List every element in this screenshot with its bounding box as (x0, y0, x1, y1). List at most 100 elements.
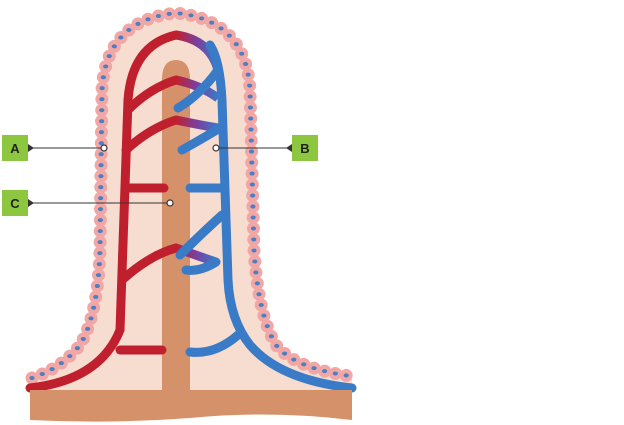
cell-nucleus (74, 346, 80, 351)
cell-nucleus (251, 237, 257, 242)
label-b-text: B (300, 141, 309, 156)
cell-nucleus (126, 27, 132, 32)
cell-nucleus (39, 372, 45, 377)
cell-nucleus (264, 324, 270, 329)
cell-nucleus (145, 17, 151, 22)
base-tissue (30, 390, 352, 422)
cell-nucleus (198, 16, 205, 21)
cell-nucleus (98, 185, 104, 190)
label-a-text: A (10, 141, 20, 156)
cell-nucleus (233, 42, 239, 47)
cell-nucleus (93, 294, 99, 299)
cell-nucleus (58, 361, 64, 366)
cell-nucleus (250, 215, 256, 220)
cell-nucleus (99, 97, 105, 102)
label-b: B (292, 135, 318, 161)
lacteal (162, 60, 190, 392)
cell-nucleus (98, 141, 104, 146)
cell-nucleus (95, 273, 102, 278)
cell-nucleus (99, 108, 105, 113)
cell-nucleus (97, 229, 103, 234)
cell-nucleus (98, 152, 104, 157)
cell-nucleus (343, 373, 349, 378)
cell-nucleus (111, 44, 117, 49)
cell-nucleus (91, 305, 97, 310)
cell-nucleus (254, 281, 260, 286)
artery (25, 30, 181, 393)
cell-nucleus (282, 351, 288, 356)
cell-nucleus (67, 354, 73, 359)
pointer-dot-b (212, 144, 220, 152)
cell-nucleus (243, 61, 249, 66)
cell-nucleus (251, 248, 257, 253)
cell-nucleus (256, 292, 262, 297)
cell-nucleus (88, 316, 94, 321)
cell-nucleus (249, 182, 255, 187)
cell-nucleus (248, 116, 254, 121)
cell-nucleus (97, 240, 103, 245)
cell-nucleus (98, 130, 105, 135)
cell-nucleus (98, 196, 104, 201)
cell-nucleus (250, 193, 256, 198)
cell-nucleus (103, 64, 109, 69)
cell-nucleus (239, 51, 245, 56)
cell-nucleus (49, 367, 55, 372)
cell-nucleus (261, 313, 267, 318)
cell-nucleus (253, 270, 259, 275)
cell-nucleus (249, 171, 255, 176)
cell-nucleus (96, 262, 102, 267)
cell-nucleus (97, 207, 104, 212)
cell-nucleus (106, 54, 112, 59)
cell-nucleus (177, 11, 183, 16)
cell-nucleus (118, 35, 124, 40)
cell-nucleus (249, 160, 255, 165)
cell-nucleus (291, 357, 297, 362)
cell-nucleus (97, 218, 103, 223)
cell-nucleus (274, 343, 280, 348)
cell-nucleus (218, 26, 224, 31)
cell-nucleus (248, 127, 254, 132)
cell-nucleus (332, 371, 338, 376)
cell-nucleus (247, 94, 253, 99)
cell-nucleus (245, 72, 251, 77)
leader-lines (28, 147, 292, 204)
cell-nucleus (250, 204, 256, 209)
cell-nucleus (247, 105, 254, 110)
cell-nucleus (135, 21, 141, 26)
cell-nucleus (100, 75, 106, 80)
cell-nucleus (209, 20, 215, 25)
label-a: A (2, 135, 28, 161)
epithelium-layer (25, 6, 353, 385)
cell-nucleus (311, 366, 317, 371)
vein (173, 40, 357, 393)
cell-nucleus (268, 334, 275, 339)
label-c: C (2, 190, 28, 216)
cell-nucleus (166, 11, 172, 16)
cell-nucleus (85, 326, 91, 331)
cell-nucleus (322, 369, 328, 374)
label-c-text: C (10, 196, 20, 211)
cell-nucleus (188, 13, 194, 18)
cell-nucleus (248, 138, 254, 143)
pointer-dot-c (166, 199, 174, 207)
cell-nucleus (98, 163, 104, 168)
cell-nucleus (80, 336, 86, 341)
cell-nucleus (99, 86, 105, 91)
cell-nucleus (258, 302, 264, 307)
cell-nucleus (97, 251, 103, 256)
cell-nucleus (155, 13, 162, 18)
cell-nucleus (226, 33, 232, 38)
cell-nucleus (252, 259, 258, 264)
cell-nucleus (247, 83, 253, 88)
cell-nucleus (94, 284, 100, 289)
pointer-dot-a (100, 144, 108, 152)
cell-nucleus (301, 362, 307, 367)
cell-nucleus (99, 119, 105, 124)
villus-body (30, 18, 352, 392)
cell-nucleus (250, 226, 257, 231)
cell-nucleus (29, 376, 35, 380)
leader-arrowheads (28, 144, 292, 207)
cell-nucleus (98, 174, 104, 179)
cell-nucleus (248, 149, 255, 154)
